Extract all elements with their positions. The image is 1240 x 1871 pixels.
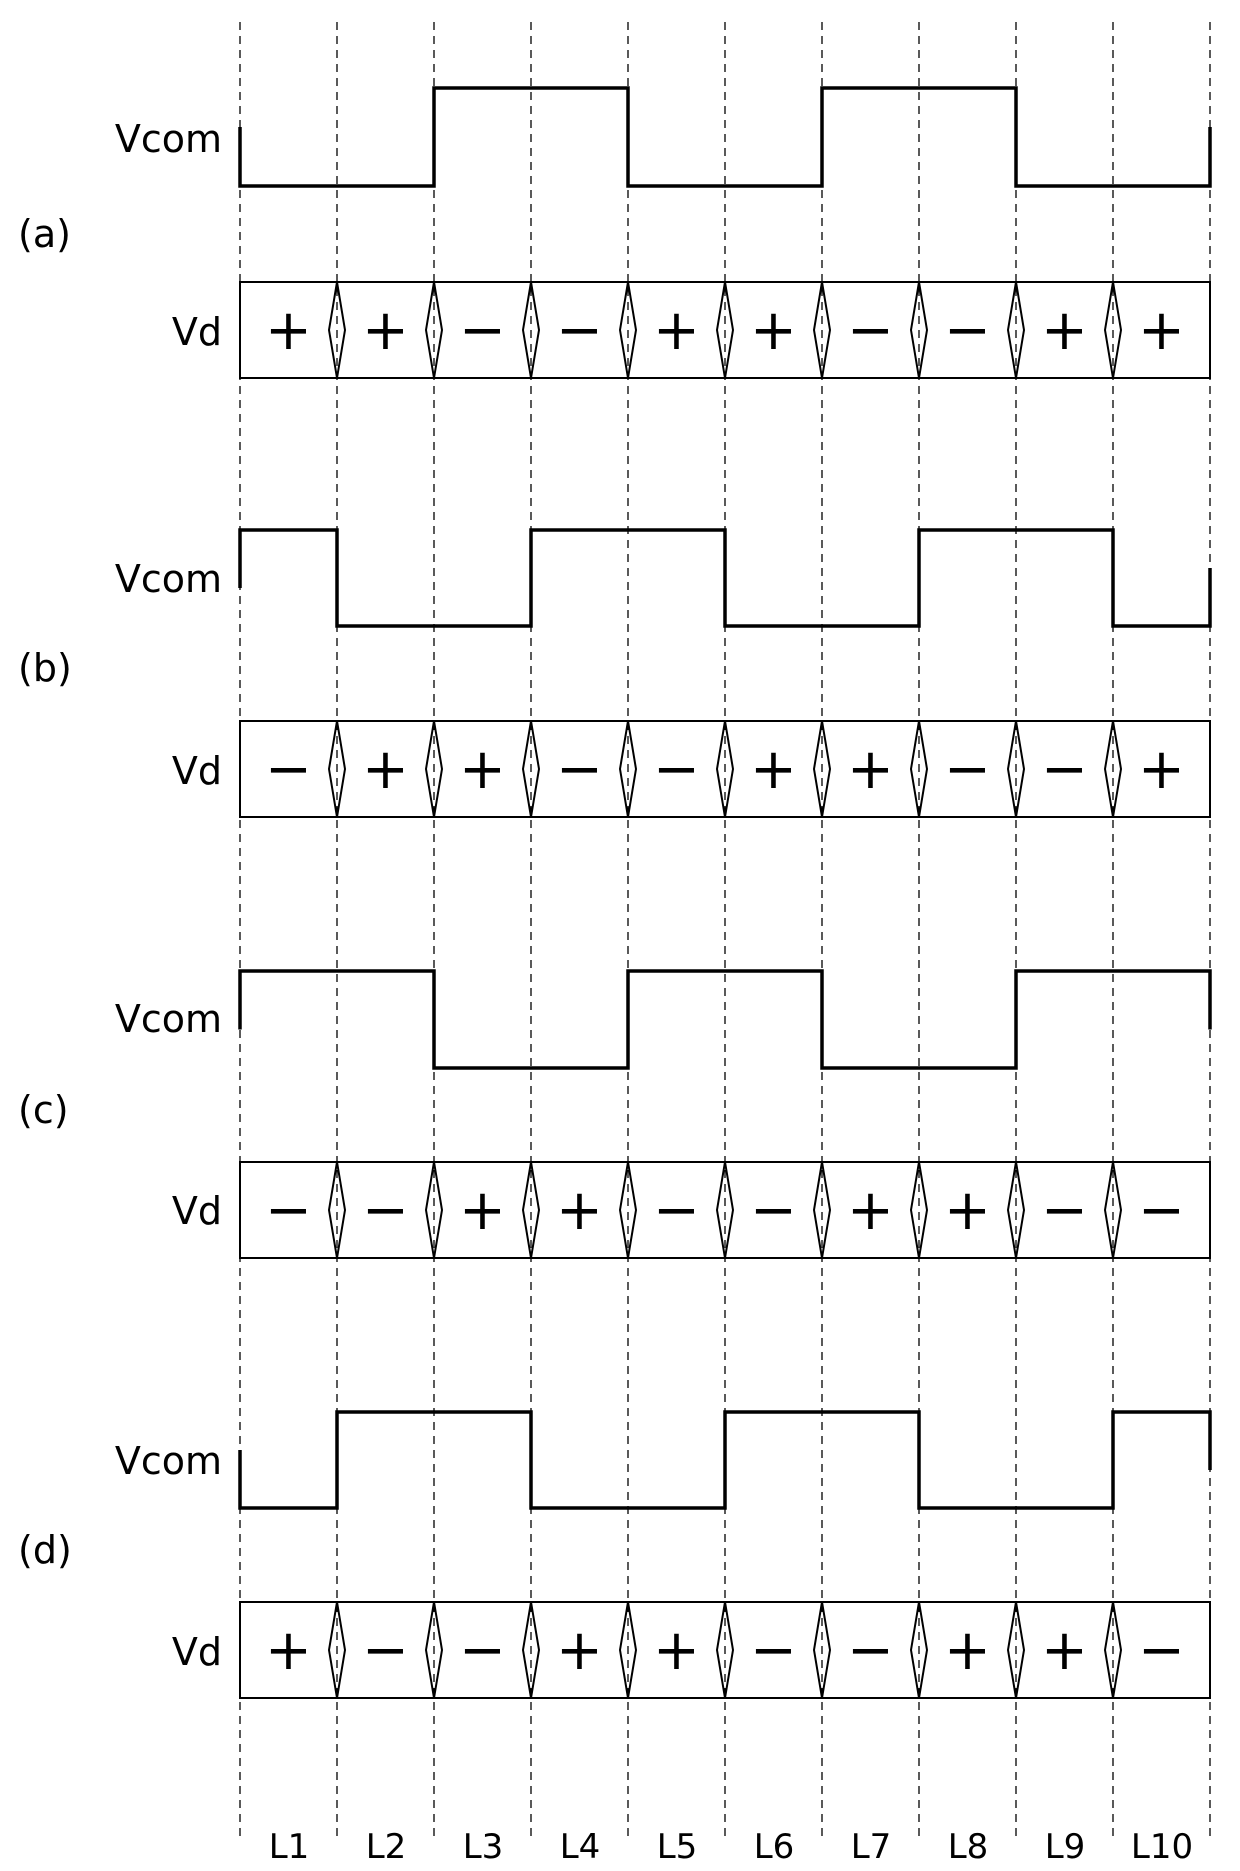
- plus-polarity: +: [750, 298, 797, 363]
- minus-polarity: −: [847, 1618, 894, 1683]
- vcom-label: Vcom: [115, 557, 222, 601]
- plus-polarity: +: [265, 1618, 312, 1683]
- minus-polarity: −: [750, 1618, 797, 1683]
- panel-id-label: (b): [18, 646, 72, 690]
- plus-polarity: +: [1041, 1618, 1088, 1683]
- panel-id-label: (a): [18, 212, 71, 256]
- panel-b: (b) Vcom Vd −++−−++−−+: [18, 530, 1210, 817]
- plus-polarity: +: [944, 1618, 991, 1683]
- plus-polarity: +: [265, 298, 312, 363]
- minus-polarity: −: [944, 737, 991, 802]
- plus-polarity: +: [653, 1618, 700, 1683]
- minus-polarity: −: [362, 1178, 409, 1243]
- minus-polarity: −: [1041, 1178, 1088, 1243]
- minus-polarity: −: [750, 1178, 797, 1243]
- minus-polarity: −: [653, 737, 700, 802]
- vcom-waveform: [240, 530, 1210, 626]
- vd-label: Vd: [172, 1630, 222, 1674]
- column-divider-lines: [240, 22, 1210, 1836]
- minus-polarity: −: [1138, 1178, 1185, 1243]
- plus-polarity: +: [556, 1178, 603, 1243]
- minus-polarity: −: [265, 1178, 312, 1243]
- minus-polarity: −: [556, 737, 603, 802]
- minus-polarity: −: [944, 298, 991, 363]
- minus-polarity: −: [556, 298, 603, 363]
- panel-id-label: (c): [18, 1088, 69, 1132]
- column-label: L7: [851, 1827, 892, 1867]
- plus-polarity: +: [362, 737, 409, 802]
- plus-polarity: +: [847, 1178, 894, 1243]
- vcom-label: Vcom: [115, 117, 222, 161]
- vd-label: Vd: [172, 1189, 222, 1233]
- panel-a: (a) Vcom Vd ++−−++−−++: [18, 88, 1210, 378]
- plus-polarity: +: [1138, 298, 1185, 363]
- plus-polarity: +: [1138, 737, 1185, 802]
- minus-polarity: −: [847, 298, 894, 363]
- panel-c: (c) Vcom Vd −−++−−++−−: [18, 971, 1210, 1258]
- vcom-label: Vcom: [115, 997, 222, 1041]
- plus-polarity: +: [944, 1178, 991, 1243]
- column-label: L4: [560, 1827, 601, 1867]
- column-labels: L1 L2 L3 L4 L5 L6 L7 L8 L9 L10: [269, 1827, 1193, 1867]
- plus-polarity: +: [1041, 298, 1088, 363]
- column-label: L5: [657, 1827, 698, 1867]
- minus-polarity: −: [1138, 1618, 1185, 1683]
- column-label: L3: [463, 1827, 504, 1867]
- column-label: L8: [948, 1827, 989, 1867]
- vcom-label: Vcom: [115, 1439, 222, 1483]
- plus-polarity: +: [556, 1618, 603, 1683]
- column-label: L9: [1045, 1827, 1086, 1867]
- column-label: L2: [366, 1827, 407, 1867]
- minus-polarity: −: [1041, 737, 1088, 802]
- vd-label: Vd: [172, 749, 222, 793]
- minus-polarity: −: [459, 298, 506, 363]
- minus-polarity: −: [459, 1618, 506, 1683]
- plus-polarity: +: [653, 298, 700, 363]
- vd-label: Vd: [172, 310, 222, 354]
- plus-polarity: +: [750, 737, 797, 802]
- minus-polarity: −: [265, 737, 312, 802]
- plus-polarity: +: [459, 1178, 506, 1243]
- plus-polarity: +: [847, 737, 894, 802]
- panel-d: (d) Vcom Vd +−−++−−++−: [18, 1412, 1210, 1698]
- plus-polarity: +: [362, 298, 409, 363]
- vcom-waveform: [240, 1412, 1210, 1508]
- column-label: L1: [269, 1827, 310, 1867]
- panel-id-label: (d): [18, 1528, 72, 1572]
- minus-polarity: −: [362, 1618, 409, 1683]
- column-label: L10: [1131, 1827, 1193, 1867]
- column-label: L6: [754, 1827, 795, 1867]
- minus-polarity: −: [653, 1178, 700, 1243]
- plus-polarity: +: [459, 737, 506, 802]
